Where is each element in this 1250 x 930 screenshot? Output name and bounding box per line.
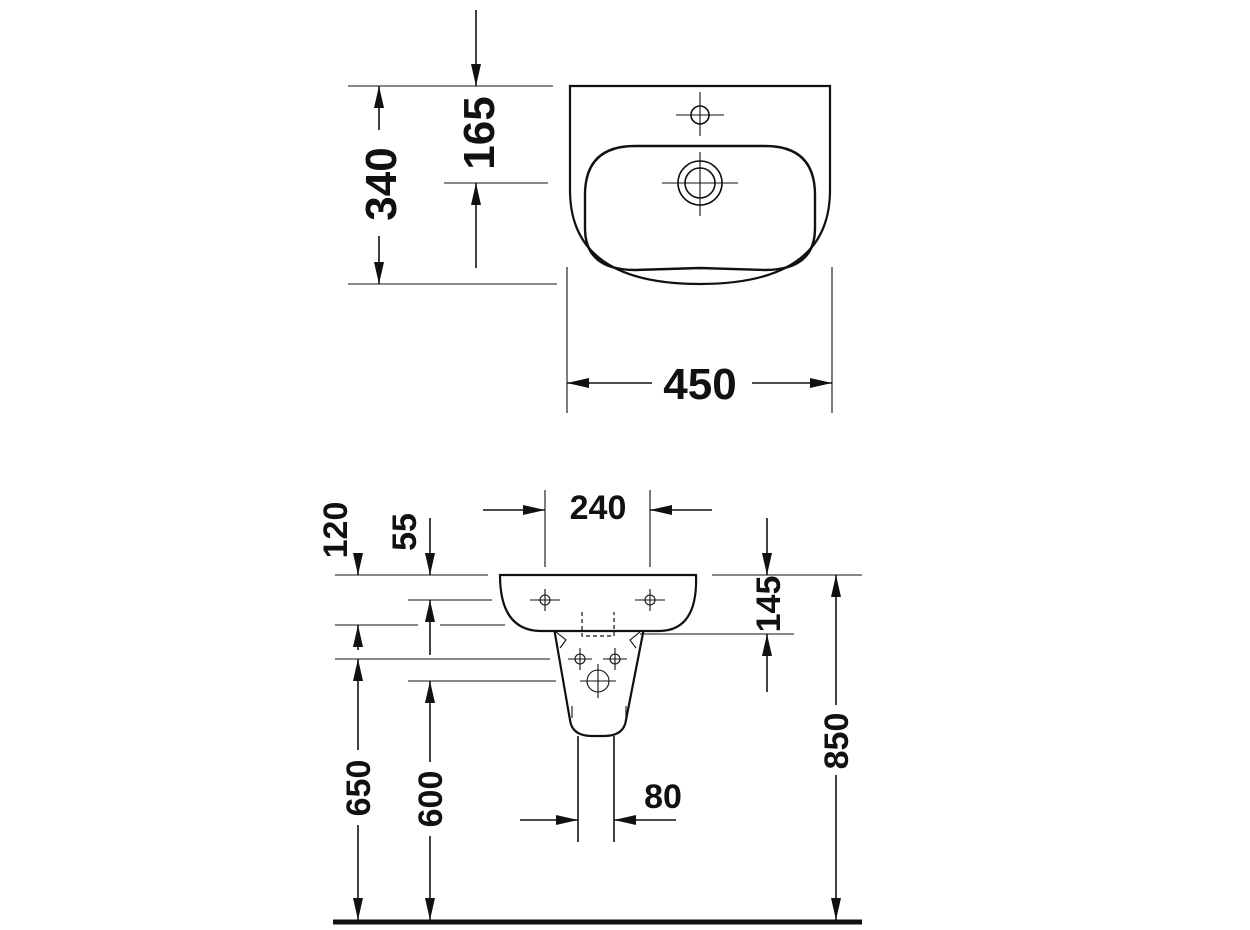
dim-rim-to-fixing: 145: [750, 576, 788, 633]
pedestal-hole-left: [568, 648, 592, 670]
dim-fixing-height: 650: [340, 760, 378, 817]
basin-bowl-top: [583, 144, 817, 272]
side-view: 240 120 55 145 850 650 600 80: [317, 489, 862, 925]
tap-hole: [676, 92, 724, 136]
waste-hole: [662, 152, 738, 216]
top-view: 340 165 450: [348, 10, 833, 413]
waste-outlet: [580, 664, 616, 698]
basin-fixing-right: [635, 589, 665, 611]
basin-fixing-left: [530, 589, 560, 611]
dim-width: 450: [663, 360, 736, 409]
dim-depth-to-tap: 165: [455, 96, 504, 169]
dim-center-distance: 240: [570, 489, 627, 527]
dim-rim-height: 850: [818, 713, 856, 770]
basin-outline-side: [498, 573, 698, 633]
pedestal-hole-right: [603, 648, 627, 670]
dim-waste-height: 600: [412, 771, 450, 828]
dim-depth-total: 340: [357, 147, 406, 220]
dim-tap-offset: 55: [386, 513, 424, 551]
dim-top-offset: 120: [317, 502, 355, 559]
dim-pedestal-width: 80: [644, 778, 682, 816]
pedestal: [552, 626, 646, 738]
